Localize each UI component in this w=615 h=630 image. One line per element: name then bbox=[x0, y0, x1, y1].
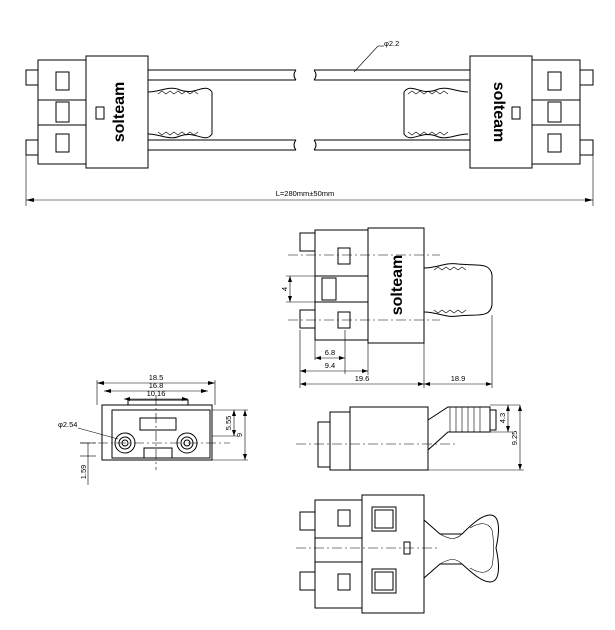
bottom-view bbox=[296, 494, 499, 614]
cable-assembly-view bbox=[25, 45, 594, 206]
front-width-outer-label: 18.5 bbox=[149, 373, 164, 382]
front-view bbox=[77, 380, 248, 485]
front-width-inner-label: 10.16 bbox=[147, 389, 166, 398]
brand-logo-plan: solteam bbox=[389, 255, 406, 315]
plan-dim-vertical-label: 4 bbox=[280, 287, 289, 291]
front-height-upper-label: 5.55 bbox=[224, 416, 233, 431]
brand-logo-left: solteam bbox=[111, 82, 128, 142]
plan-view bbox=[286, 227, 493, 388]
cable-diameter-label: φ2.2 bbox=[384, 39, 399, 48]
side-view bbox=[296, 404, 524, 471]
plan-dim-body-label: 19.6 bbox=[355, 374, 370, 383]
brand-logo-right: solteam bbox=[490, 82, 507, 142]
side-dim-upper-label: 4.3 bbox=[498, 413, 507, 423]
plan-dim-b-label: 9.4 bbox=[325, 361, 335, 370]
plan-dim-grip-label: 18.9 bbox=[451, 374, 466, 383]
side-dim-total-label: 9.25 bbox=[510, 431, 519, 446]
pin-offset-label: 1.59 bbox=[79, 465, 88, 480]
plan-dim-a-label: 6.8 bbox=[325, 348, 335, 357]
front-height-total-label: 9 bbox=[235, 433, 244, 437]
overall-length-label: L=280mm±50mm bbox=[276, 189, 335, 198]
front-width-mid-label: 16.8 bbox=[149, 381, 164, 390]
pin-diameter-label: φ2.54 bbox=[58, 420, 77, 429]
